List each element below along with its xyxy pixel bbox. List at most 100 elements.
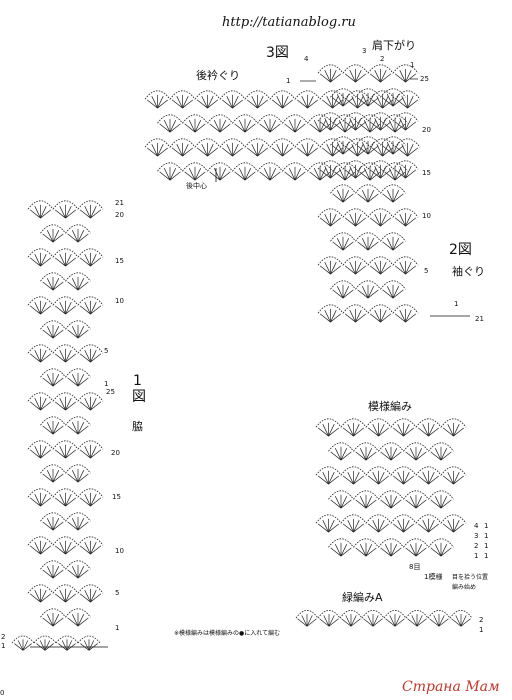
stitch-mark	[374, 262, 381, 275]
stitch-mark	[405, 310, 412, 323]
stitch-mark	[288, 168, 296, 181]
stitch-mark	[357, 145, 369, 155]
stitch-mark	[269, 171, 281, 181]
fig3-right-column	[317, 64, 419, 323]
stitch-mark	[417, 523, 429, 533]
stitch-mark	[330, 313, 342, 323]
stitch-mark	[40, 590, 47, 603]
stitch-mark	[317, 427, 329, 437]
fig3-row-21: 21	[475, 315, 484, 323]
stitch-mark	[357, 289, 369, 299]
stitch-mark	[201, 144, 208, 157]
stitch-mark	[326, 96, 333, 109]
stitch-mark	[90, 350, 97, 363]
stitch-mark	[367, 238, 375, 251]
fig1-row-20b: 20	[111, 449, 120, 457]
chain-arc	[342, 256, 369, 266]
chain-arc	[440, 418, 467, 428]
stitch-mark	[415, 499, 427, 509]
stitch-mark	[367, 94, 375, 107]
chain-arc	[144, 90, 171, 100]
stitch-mark	[184, 171, 196, 181]
stitch-mark	[365, 544, 373, 557]
chain-arc	[392, 64, 419, 74]
stitch-mark	[59, 398, 66, 411]
stitch-mark	[194, 123, 206, 133]
stitch-mark	[40, 209, 52, 219]
stitch-mark	[79, 593, 91, 603]
stitch-mark	[39, 640, 46, 651]
stitch-mark	[297, 618, 308, 627]
fig1-strip	[27, 200, 104, 627]
stitch-mark	[77, 425, 89, 435]
fig1-edging-row	[11, 635, 101, 651]
stitch-mark	[42, 233, 54, 243]
stitch-mark	[369, 313, 381, 323]
stitch-mark	[52, 233, 64, 243]
stitch-mark	[380, 118, 387, 131]
stitch-mark	[52, 569, 64, 579]
chain-arc	[440, 466, 467, 476]
stitch-mark	[367, 427, 379, 437]
stitch-mark	[196, 99, 208, 109]
stitch-mark	[169, 120, 177, 133]
source-url[interactable]: http://tatianablog.ru	[222, 15, 356, 30]
chain-arc	[40, 464, 66, 474]
stitch-mark	[244, 171, 256, 181]
stitch-mark	[65, 254, 72, 267]
stitch-mark	[386, 286, 394, 299]
fig3-row-4: 4	[304, 55, 309, 63]
pattern-row-4: 4	[474, 522, 479, 530]
stitch-mark	[46, 326, 54, 339]
chain-arc	[77, 584, 104, 594]
stitch-mark	[386, 94, 394, 107]
stitch-mark	[324, 70, 331, 83]
stitch-mark	[330, 118, 337, 131]
stitch-mark	[382, 96, 389, 109]
stitch-mark	[392, 238, 400, 251]
stitch-mark	[409, 544, 417, 557]
stitch-mark	[34, 254, 41, 267]
chain-arc	[353, 442, 379, 452]
stitch-mark	[341, 618, 352, 627]
stitch-mark	[29, 257, 41, 267]
stitch-mark	[353, 520, 360, 533]
stitch-mark	[415, 496, 423, 509]
chain-arc	[194, 138, 221, 148]
chain-arc	[365, 418, 392, 428]
stitch-mark	[392, 427, 404, 437]
stitch-mark	[234, 123, 246, 133]
stitch-mark	[328, 472, 335, 485]
stitch-mark	[90, 398, 97, 411]
stitch-mark	[309, 123, 321, 133]
chain-arc	[378, 442, 404, 452]
stitch-mark	[330, 166, 337, 179]
stitch-mark	[34, 494, 41, 507]
stitch-mark	[159, 171, 171, 181]
stitch-mark	[22, 643, 32, 651]
stitch-mark	[244, 120, 252, 133]
stitch-mark	[42, 521, 54, 531]
stitch-mark	[90, 305, 102, 315]
fig1-bottom-row-2: 2	[1, 633, 6, 641]
chain-arc	[257, 162, 283, 172]
stitch-mark	[334, 496, 342, 509]
chain-arc	[355, 184, 381, 194]
stitch-mark	[411, 615, 418, 627]
stitch-mark	[219, 123, 231, 133]
chain-arc	[367, 64, 394, 74]
stitch-mark	[403, 472, 410, 485]
stitch-mark	[438, 615, 445, 627]
pattern-swatch	[315, 418, 467, 557]
stitch-mark	[67, 329, 79, 339]
stitch-mark	[440, 547, 452, 557]
stitch-mark	[65, 494, 72, 507]
stitch-mark	[384, 496, 392, 509]
stitch-mark	[52, 230, 60, 243]
chain-arc	[365, 466, 392, 476]
stitch-mark	[355, 214, 362, 227]
stitch-mark	[59, 446, 66, 459]
stitch-mark	[328, 618, 339, 627]
stitch-mark	[405, 214, 412, 227]
stitch-mark	[347, 472, 354, 485]
